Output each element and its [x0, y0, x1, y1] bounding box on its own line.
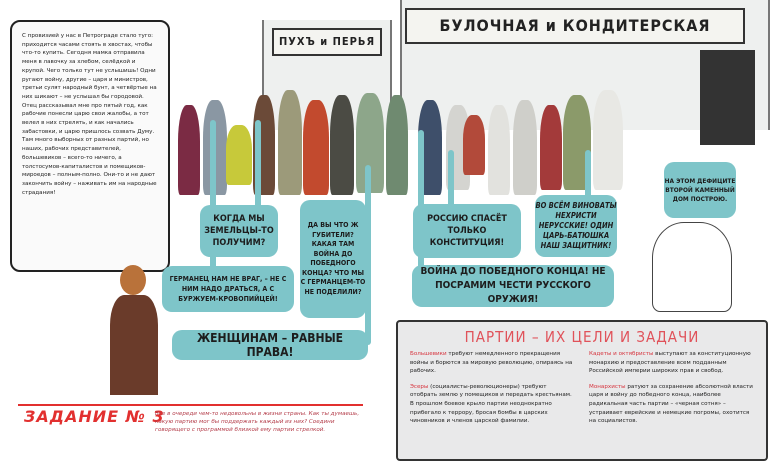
party-item: Монархисты ратуют за сохранение абсолютн… — [589, 383, 754, 426]
shop-sign-feathers: ПУХЪ и ПЕРЬЯ — [272, 28, 382, 56]
bubble-tail — [210, 120, 216, 270]
speech-bubble-land: Когда мы земельцы-то получим? — [200, 205, 278, 257]
task-text: Все в очереди чем-то недовольны в жизни … — [155, 411, 360, 433]
speech-bubble-constitution: Россию спасёт только конституция! — [413, 204, 521, 258]
party-name: Монархисты — [589, 383, 626, 390]
parties-title: ПАРТИИ – ИХ ЦЕЛИ И ЗАДАЧИ — [464, 328, 700, 346]
party-text: выступают за конституционную монархию и … — [589, 351, 751, 375]
speech-bubble-tsar: Во всём виноваты нехристи нерусские! Оди… — [535, 195, 617, 257]
story-paragraph: С провизией у нас в Петрограде стало туг… — [22, 33, 157, 100]
speech-bubble-war: Война до победного конца! Не посрамим че… — [412, 265, 614, 307]
party-item: Эсеры (социалисты-революционеры) требуют… — [410, 383, 575, 426]
speech-bubble-german: Германец нам не враг, – не с ним надо др… — [162, 266, 294, 312]
queue-crowd-illustration — [178, 85, 648, 200]
task-title: ЗАДАНИЕ № 3 — [24, 407, 165, 426]
story-paragraph: Отец рассказывал мне про пятый год, как … — [22, 102, 157, 196]
party-name: Большевики — [410, 351, 447, 357]
couple-illustration — [652, 222, 732, 312]
speech-bubble-deficit: На этом дефиците второй каменный дом пос… — [664, 162, 736, 218]
party-text: требуют немедленного прекращения войны и… — [410, 351, 573, 375]
speech-bubble-traitors: Да вы что ж губители? Какая там война до… — [300, 200, 366, 318]
party-text: (социалисты-революционеры) требуют отобр… — [410, 383, 572, 425]
bubble-tail — [365, 165, 371, 345]
bubble-tail — [418, 130, 424, 270]
speech-bubble-women: Женщинам – равные права! — [172, 330, 368, 360]
party-text: ратуют за сохранение абсолютной власти ц… — [589, 383, 753, 425]
party-name: Кадеты и октябристы — [589, 351, 654, 357]
party-item: Кадеты и октябристы выступают за констит… — [589, 350, 754, 376]
story-text-box: С провизией у нас в Петрограде стало туг… — [10, 20, 170, 272]
parties-info-box: ПАРТИИ – ИХ ЦЕЛИ И ЗАДАЧИ Большевики тре… — [396, 320, 768, 461]
party-name: Эсеры — [410, 383, 429, 390]
bubble-tail — [448, 150, 454, 210]
task-divider — [18, 404, 363, 406]
party-item: Большевики требуют немедленного прекраще… — [410, 350, 575, 376]
shop-sign-bakery: БУЛОЧНАЯ и КОНДИТЕРСКАЯ — [405, 8, 745, 44]
bubble-tail — [585, 150, 591, 200]
girl-illustration — [100, 265, 165, 395]
bubble-tail — [255, 120, 261, 210]
shop-door — [700, 50, 755, 145]
